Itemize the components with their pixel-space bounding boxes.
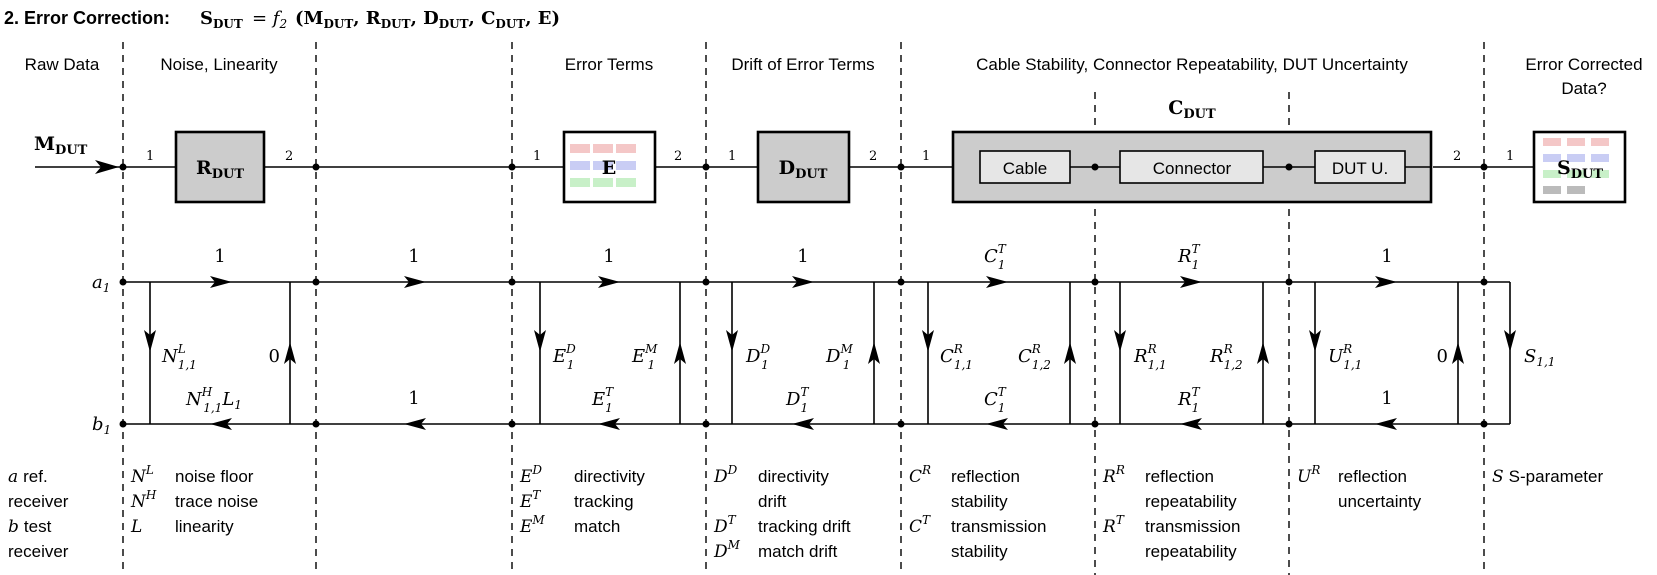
d-dut-label: DDUT — [779, 157, 828, 182]
branch-label-one: 1 — [408, 388, 419, 409]
branch-label-one: 1 — [408, 246, 419, 267]
port-label: 2 — [674, 149, 682, 164]
e-block-label: E — [602, 157, 616, 179]
cable-block — [979, 150, 1071, 184]
sfg-rails — [123, 281, 1510, 425]
branch-label-one: 1 — [1381, 388, 1392, 409]
port-label: 1 — [146, 149, 154, 164]
input-arrow-icon — [95, 160, 119, 174]
header-error-corrected-1: Error Corrected — [1525, 55, 1642, 74]
legend-stability-word: stability — [951, 542, 1008, 561]
cable-label: Cable — [1003, 159, 1047, 178]
r-dut-label: RDUT — [196, 157, 244, 182]
dut-u-block — [1314, 150, 1406, 184]
port-label: 1 — [533, 149, 541, 164]
header-error-corrected-2: Data? — [1561, 79, 1606, 98]
port-label: 2 — [1453, 149, 1461, 164]
branch-label-zero: 0 — [1437, 346, 1448, 367]
legend-stability-word: stability — [951, 492, 1008, 511]
header-noise-linearity: Noise, Linearity — [160, 55, 278, 74]
header-drift: Drift of Error Terms — [731, 55, 874, 74]
e-block: E — [562, 130, 657, 204]
s-dut-block: SDUT — [1532, 130, 1627, 204]
legend-drift-word: drift — [758, 492, 787, 511]
connector-label: Connector — [1153, 159, 1232, 178]
port-label: 1 — [1506, 149, 1514, 164]
formula-args: (MDUT, RDUT, DDUT, CDUT, E) — [295, 8, 560, 31]
branch-label-one: 1 — [214, 246, 225, 267]
legend-uncertainty-word: uncertainty — [1338, 492, 1422, 511]
legend-repeatability-word: repeatability — [1145, 492, 1237, 511]
header-raw-data: Raw Data — [25, 55, 100, 74]
d-dut-block — [756, 130, 851, 204]
legend-repeatability-word: repeatability — [1145, 542, 1237, 561]
port-label: 1 — [728, 149, 736, 164]
sfg-node-dots — [119, 278, 1488, 428]
legend-b-receiver: receiver — [8, 542, 69, 561]
port-label: 2 — [285, 149, 293, 164]
branch-label-one: 1 — [603, 246, 614, 267]
branch-label-one: 1 — [1381, 246, 1392, 267]
s-dut-label: SDUT — [1557, 157, 1603, 182]
branch-label-one: 1 — [797, 246, 808, 267]
port-label: 2 — [869, 149, 877, 164]
connector-block — [1119, 150, 1264, 184]
formula-f: = f2 — [252, 8, 287, 31]
node-b1: b1 — [92, 414, 111, 437]
title-prefix: 2. Error Correction: — [4, 8, 170, 28]
port-label: 1 — [922, 149, 930, 164]
column-separators — [122, 42, 1485, 575]
svg-text:SDUT: SDUT — [200, 8, 243, 31]
branch-s11: S1,1 — [1524, 346, 1555, 369]
m-dut-label: MDUT — [34, 133, 88, 158]
c-dut-label: CDUT — [1168, 97, 1216, 122]
node-a1: a1 — [92, 272, 110, 295]
dut-u-label: DUT U. — [1332, 159, 1388, 178]
legend-a-receiver: receiver — [8, 492, 69, 511]
header-error-terms: Error Terms — [565, 55, 653, 74]
title-formula: SDUT = f2 (MDUT, RDUT, DDUT, CDUT, E) — [200, 8, 560, 31]
header-cable-stability: Cable Stability, Connector Repeatability… — [976, 55, 1408, 74]
sfg-arrow-icons — [144, 276, 1516, 430]
r-dut-block — [174, 130, 266, 204]
branch-label-zero: 0 — [269, 346, 280, 367]
